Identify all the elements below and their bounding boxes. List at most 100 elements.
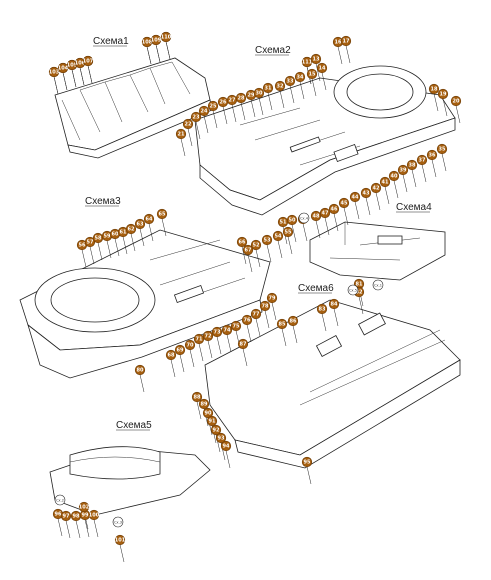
scheme3-title: Схема3 — [85, 196, 121, 207]
part-number-badge-icon: 27 — [226, 94, 238, 106]
badge-circle — [428, 83, 440, 95]
badge-circle — [379, 176, 391, 188]
subassembly-reference-circle-icon: Сх.1 — [372, 279, 384, 291]
leader-line — [287, 236, 293, 255]
leader-line — [411, 169, 417, 188]
badge-circle — [160, 31, 172, 43]
badge-number: 61 — [120, 230, 127, 236]
leader-line — [79, 67, 85, 86]
leader-line — [212, 110, 218, 129]
ref-label: Сх.2 — [56, 498, 64, 502]
part-number-badge-icon: 16 — [332, 36, 344, 48]
leader-line — [299, 81, 305, 100]
part-number-badge-icon: 69 — [174, 344, 186, 356]
badge-number: 52 — [253, 243, 260, 249]
badge-number: 94 — [223, 444, 230, 450]
leader-line — [306, 466, 312, 485]
leader-line — [207, 340, 213, 359]
badge-circle — [114, 534, 126, 546]
leader-line — [155, 44, 161, 63]
badge-number: 74 — [224, 328, 231, 334]
badge-number: 68 — [168, 353, 175, 359]
part-number-badge-icon: 77 — [250, 308, 262, 320]
part-number-badge-icon: 95 — [301, 456, 313, 468]
badge-circle — [235, 92, 247, 104]
leader-line — [196, 401, 202, 420]
leader-line — [84, 519, 90, 538]
ref-circle — [54, 494, 66, 506]
badge-circle — [202, 407, 214, 419]
badge-number: 58 — [95, 236, 102, 242]
part-number-badge-icon: 63 — [134, 218, 146, 230]
scheme2-grille — [289, 136, 321, 153]
badge-number: 91 — [209, 419, 216, 425]
leader-line — [148, 223, 154, 242]
part-number-badge-icon: 36 — [426, 149, 438, 161]
part-number-badge-icon: 48 — [310, 210, 322, 222]
part-number-badge-icon: 97 — [60, 510, 72, 522]
subassembly-reference-circle-icon: Сх.4 — [298, 212, 310, 224]
badge-circle — [274, 80, 286, 92]
badge-number: 110 — [161, 35, 172, 41]
leader-line — [241, 246, 247, 265]
scheme1-frame-top — [79, 61, 173, 91]
badge-number: 50 — [289, 218, 296, 224]
ref-circle — [347, 284, 359, 296]
badge-circle — [84, 236, 96, 248]
part-number-badge-icon: 14 — [316, 62, 328, 74]
leader-line — [62, 72, 68, 91]
badge-number: 89 — [201, 402, 208, 408]
badge-circle — [207, 100, 219, 112]
leader-line — [189, 349, 195, 368]
badge-number: 43 — [363, 191, 370, 197]
badge-number: 39 — [400, 168, 407, 174]
part-number-badge-icon: 79 — [266, 292, 278, 304]
badge-circle — [306, 68, 318, 80]
badge-number: 42 — [373, 186, 380, 192]
badge-number: 62 — [128, 227, 135, 233]
badge-number: 22 — [185, 122, 192, 128]
badge-circle — [416, 154, 428, 166]
leader-line — [277, 240, 283, 259]
leader-line — [343, 207, 349, 226]
badge-number: 20 — [453, 99, 460, 105]
leader-line — [292, 325, 298, 344]
ref-circle — [112, 516, 124, 528]
leader-line — [222, 106, 228, 125]
badge-number: 82 — [356, 290, 363, 296]
leader-line — [393, 180, 399, 199]
badge-number: 101 — [115, 538, 126, 544]
part-number-badge-icon: 54 — [272, 230, 284, 242]
badge-circle — [88, 509, 100, 521]
leader-line — [240, 102, 246, 121]
badge-circle — [282, 226, 294, 238]
badge-number: 40 — [391, 174, 398, 180]
scheme2-turret-ring-inner — [346, 73, 414, 111]
badge-number: 100 — [89, 513, 100, 519]
scheme4-title: Схема4 — [396, 202, 432, 213]
leader-line — [402, 174, 408, 193]
scheme4-deck — [309, 221, 446, 281]
part-number-badge-icon: 35 — [436, 143, 448, 155]
leader-line — [225, 450, 231, 469]
leader-line — [170, 359, 176, 378]
leader-line — [321, 313, 327, 332]
part-number-badge-icon: 74 — [221, 324, 233, 336]
part-number-badge-icon: 64 — [143, 213, 155, 225]
badge-circle — [165, 349, 177, 361]
badge-circle — [287, 315, 299, 327]
badge-number: 59 — [104, 234, 111, 240]
part-number-badge-icon: 57 — [84, 236, 96, 248]
badge-circle — [134, 218, 146, 230]
ref-label: Сх.1 — [374, 283, 382, 287]
badge-number: 106 — [75, 61, 86, 67]
badge-number: 30 — [256, 91, 263, 97]
leader-line — [119, 544, 125, 563]
badge-number: 65 — [159, 212, 166, 218]
badge-circle — [316, 303, 328, 315]
leader-line — [333, 213, 339, 232]
part-number-badge-icon: 89 — [198, 398, 210, 410]
badge-number: 35 — [439, 147, 446, 153]
ref-label: Сх.3 — [114, 520, 122, 524]
badge-circle — [198, 398, 210, 410]
